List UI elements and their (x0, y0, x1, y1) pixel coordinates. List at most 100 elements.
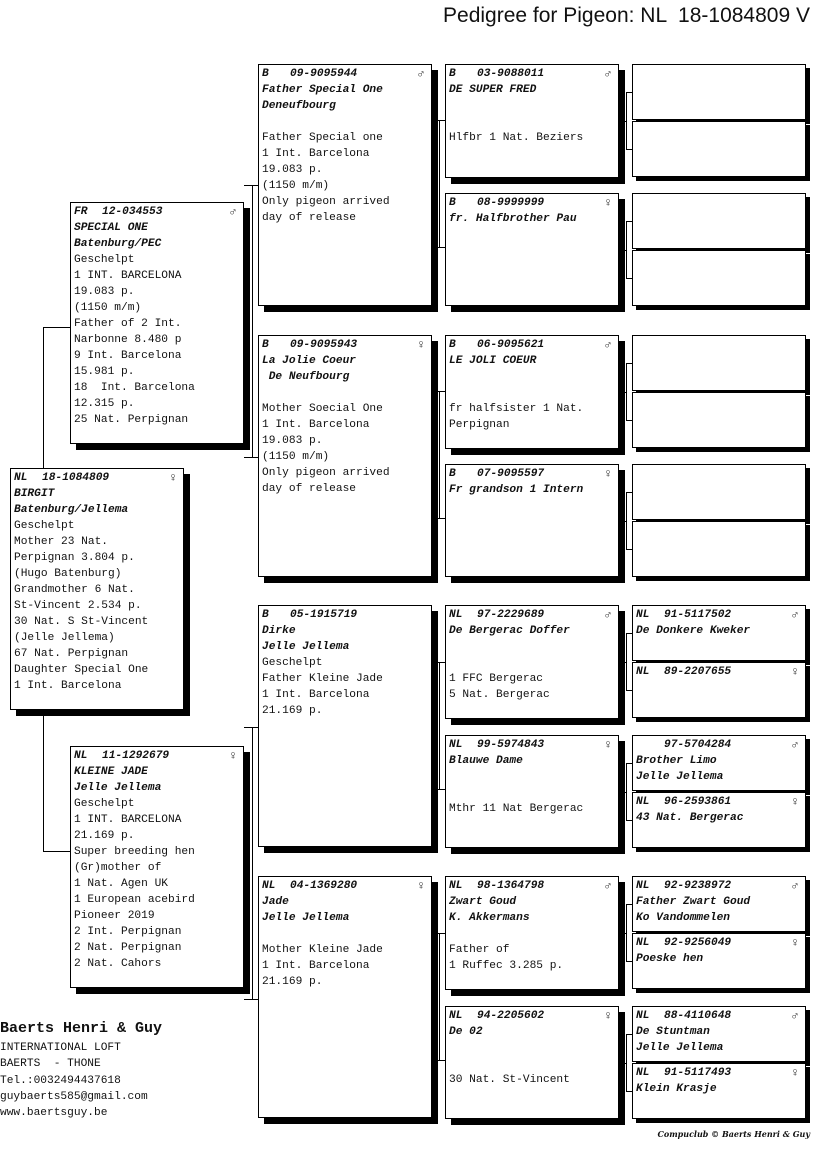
connector-line (626, 92, 632, 93)
ring-number: 04-1369280 (290, 880, 358, 892)
connector-line (626, 1034, 627, 1091)
ring-number: 08-9999999 (477, 197, 545, 209)
pigeon-name-line: K. Akkermans (449, 912, 530, 924)
pigeon-name-line: Dirke (262, 625, 296, 637)
pigeon-name-line: 43 Nat. Bergerac (636, 812, 744, 824)
pigeon-name-line: Deneufbourg (262, 100, 336, 112)
owner-website[interactable]: www.baertsguy.be (0, 1107, 108, 1120)
ring-number: 89-2207655 (664, 666, 732, 678)
pigeon-info-line: 30 Nat. St-Vincent (449, 1074, 570, 1086)
ring-number: 96-2593861 (664, 796, 732, 808)
pigeon-name-line: Poeske hen (636, 953, 704, 965)
male-icon: ♂ (229, 205, 237, 219)
connector-line (43, 851, 70, 852)
connector-line (43, 716, 44, 851)
pigeon-name-line: Father Zwart Goud (636, 896, 751, 908)
ring-number: 03-9088011 (477, 68, 545, 80)
pigeon-info-line: 18 Int. Barcelona (74, 382, 195, 394)
owner-email[interactable]: guybaerts585@gmail.com (0, 1090, 148, 1103)
empty-pigeon-card[interactable] (632, 64, 806, 120)
pigeon-info-line: (1150 m/m) (262, 180, 330, 192)
ring-number: 97-5704284 (664, 739, 732, 751)
empty-pigeon-card[interactable] (632, 392, 806, 448)
pigeon-name-line: Batenburg/PEC (74, 238, 162, 250)
pigeon-info-line: 9 Int. Barcelona (74, 350, 182, 362)
pigeon-info-line: 19.083 p. (262, 435, 323, 447)
female-icon (414, 607, 428, 623)
connector-line (619, 521, 626, 522)
ring-number: 92-9256049 (664, 937, 732, 949)
pigeon-info-line (449, 98, 615, 114)
pigeon-info-line: Geschelpt (74, 254, 135, 266)
empty-pigeon-card[interactable] (632, 464, 806, 520)
empty-pigeon-card[interactable] (632, 121, 806, 177)
pigeon-info-line: Geschelpt (74, 798, 135, 810)
pigeon-name-line: Batenburg/Jellema (14, 504, 129, 516)
country-code: B (449, 339, 456, 351)
pigeon-info-line: 21.169 p. (262, 976, 323, 988)
pigeon-info-line: Narbonne 8.480 p (74, 334, 182, 346)
pigeon-info-line: Geschelpt (14, 520, 75, 532)
connector-line (626, 363, 632, 364)
male-icon: ♂ (417, 67, 425, 81)
pigeon-name-line: KLEINE JADE (74, 766, 148, 778)
pigeon-info-line (262, 114, 428, 130)
connector-line (626, 549, 632, 550)
pigeon-info-line: Hlfbr 1 Nat. Beziers (449, 132, 584, 144)
pigeon-name-line: Father Special One (262, 84, 383, 96)
empty-pigeon-card[interactable] (632, 521, 806, 577)
empty-pigeon-card[interactable] (632, 335, 806, 391)
empty-pigeon-card[interactable] (632, 193, 806, 249)
connector-line (439, 933, 440, 1060)
country-code: B (449, 68, 456, 80)
connector-line (626, 92, 627, 149)
pigeon-info-line: (Hugo Batenburg) (14, 568, 122, 580)
owner-phone: Tel.:0032494437618 (0, 1074, 121, 1087)
pigeon-info-line: 2 Nat. Perpignan (74, 942, 182, 954)
connector-line (432, 518, 445, 519)
pigeon-name-line: BIRGIT (14, 488, 55, 500)
connector-line (626, 221, 627, 278)
pigeon-name-line: Blauwe Dame (449, 755, 523, 767)
country-code: B (449, 468, 456, 480)
empty-pigeon-card[interactable] (632, 250, 806, 306)
country-code: B (262, 68, 269, 80)
connector-line (626, 904, 627, 961)
female-icon: ♀ (604, 1009, 612, 1023)
pigeon-info-line (449, 385, 615, 401)
country-code: B (262, 609, 269, 621)
connector-line (626, 221, 632, 222)
connector-line (626, 633, 632, 634)
pigeon-info-line: Mother Kleine Jade (262, 944, 383, 956)
